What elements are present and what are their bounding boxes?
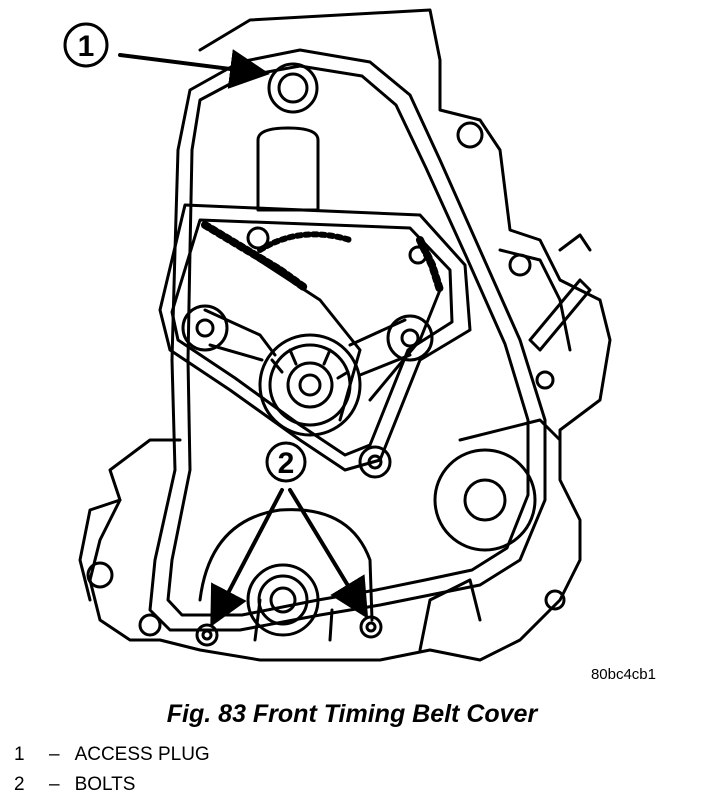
timing-belt <box>201 221 444 422</box>
legend-separator: – <box>48 744 60 765</box>
legend-item-access-plug: 1 – ACCESS PLUG <box>14 740 210 770</box>
belt-window-frame <box>158 203 472 472</box>
access-plug <box>267 62 319 114</box>
timing-cover-outline <box>148 48 547 642</box>
lower-bolts <box>195 615 383 647</box>
legend-number: 2 <box>14 774 25 795</box>
right-pulley-boss <box>433 448 537 552</box>
tensioner-assembly <box>181 304 434 437</box>
legend-number: 1 <box>14 744 25 765</box>
figure-code: 80bc4cb1 <box>591 666 656 683</box>
callout-2-label: 2 <box>278 447 295 480</box>
legend: 1 – ACCESS PLUG 2 – BOLTS <box>14 740 210 800</box>
callout-1-label: 1 <box>78 30 95 63</box>
legend-separator: – <box>48 774 60 795</box>
figure-caption: Fig. 83 Front Timing Belt Cover <box>166 700 538 728</box>
callout-1 <box>63 22 270 89</box>
callout-2 <box>210 441 369 628</box>
engine-block-outline <box>78 8 612 662</box>
legend-label: ACCESS PLUG <box>74 744 210 765</box>
crankshaft-pulley <box>198 508 374 637</box>
legend-label: BOLTS <box>74 774 136 795</box>
legend-item-bolts: 2 – BOLTS <box>14 770 210 800</box>
timing-belt-cover-illustration: 1 2 80bc4cb1 <box>63 8 656 683</box>
cover-bolt-bosses <box>246 226 428 479</box>
